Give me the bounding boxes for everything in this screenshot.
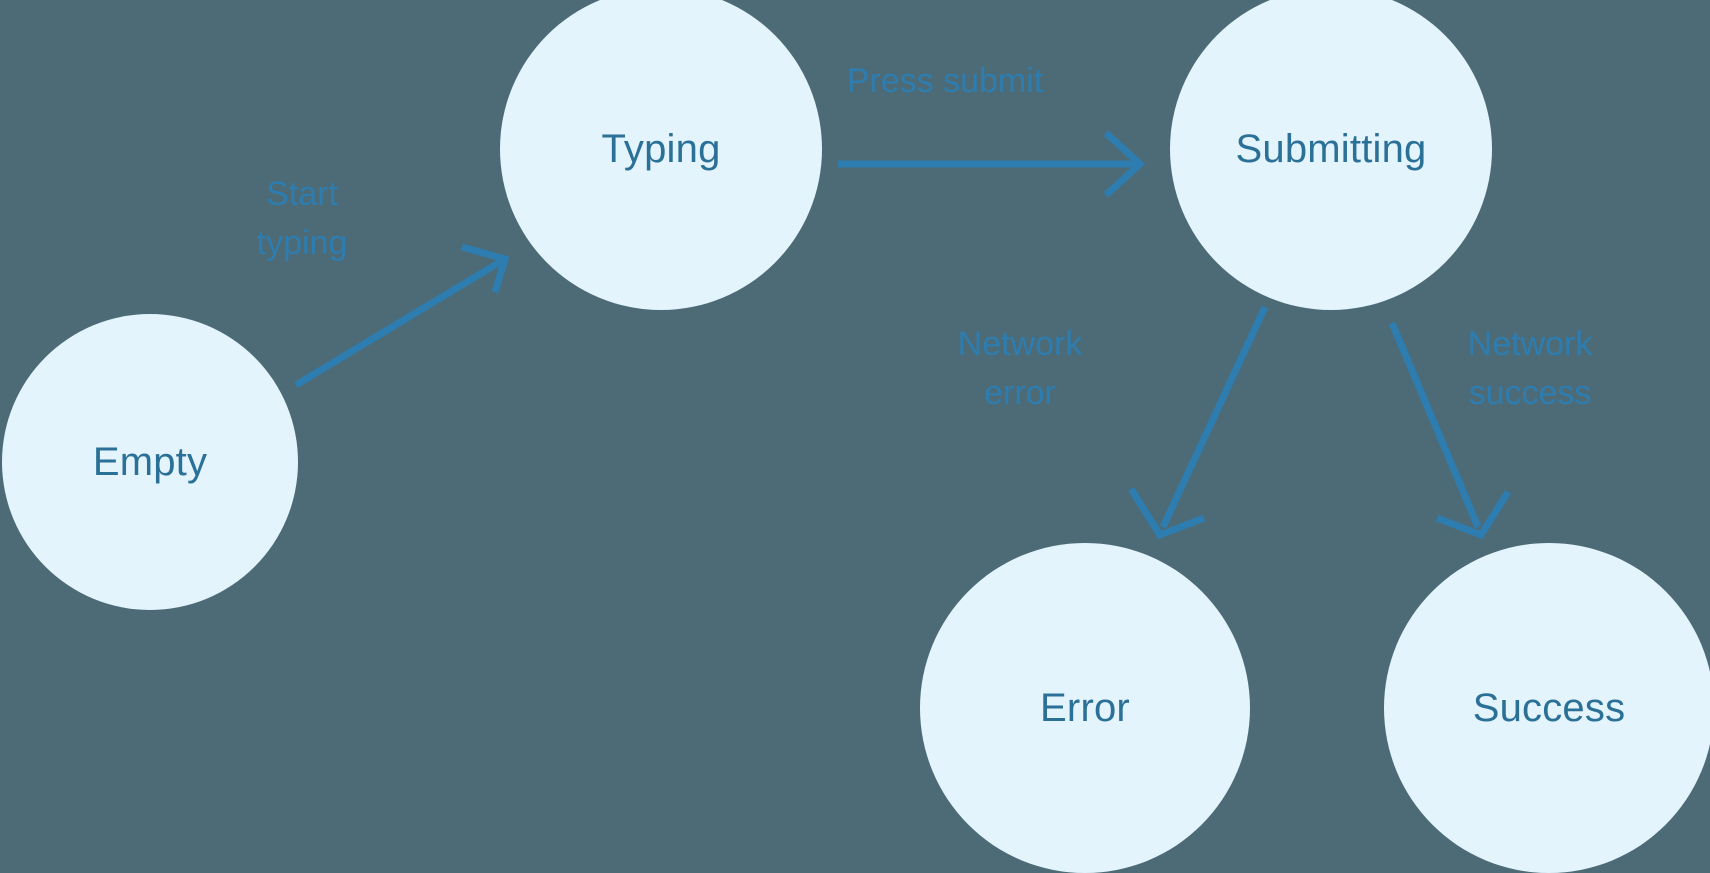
edge-empty-to-typing: [294, 243, 510, 388]
state-node-label-typing: Typing: [601, 127, 721, 171]
state-node-empty[interactable]: Empty: [2, 314, 298, 610]
state-node-success[interactable]: Success: [1384, 543, 1710, 873]
edge-submitting-to-success: [1388, 321, 1511, 540]
state-node-label-error: Error: [1040, 686, 1130, 730]
state-node-label-success: Success: [1472, 686, 1626, 730]
edge-typing-to-submitting: [838, 130, 1146, 198]
edge-submitting-to-error: [1128, 305, 1269, 540]
arrowhead-typing-to-submitting: [1103, 130, 1146, 198]
arrowhead-submitting-to-success: [1435, 490, 1511, 540]
state-node-label-submitting: Submitting: [1235, 127, 1427, 171]
arrowhead-empty-to-typing: [461, 243, 510, 294]
state-node-typing[interactable]: Typing: [500, 0, 822, 310]
state-node-label-empty: Empty: [92, 440, 208, 484]
state-node-submitting[interactable]: Submitting: [1170, 0, 1492, 310]
state-node-error[interactable]: Error: [920, 543, 1250, 873]
arrowhead-submitting-to-error: [1128, 487, 1206, 540]
